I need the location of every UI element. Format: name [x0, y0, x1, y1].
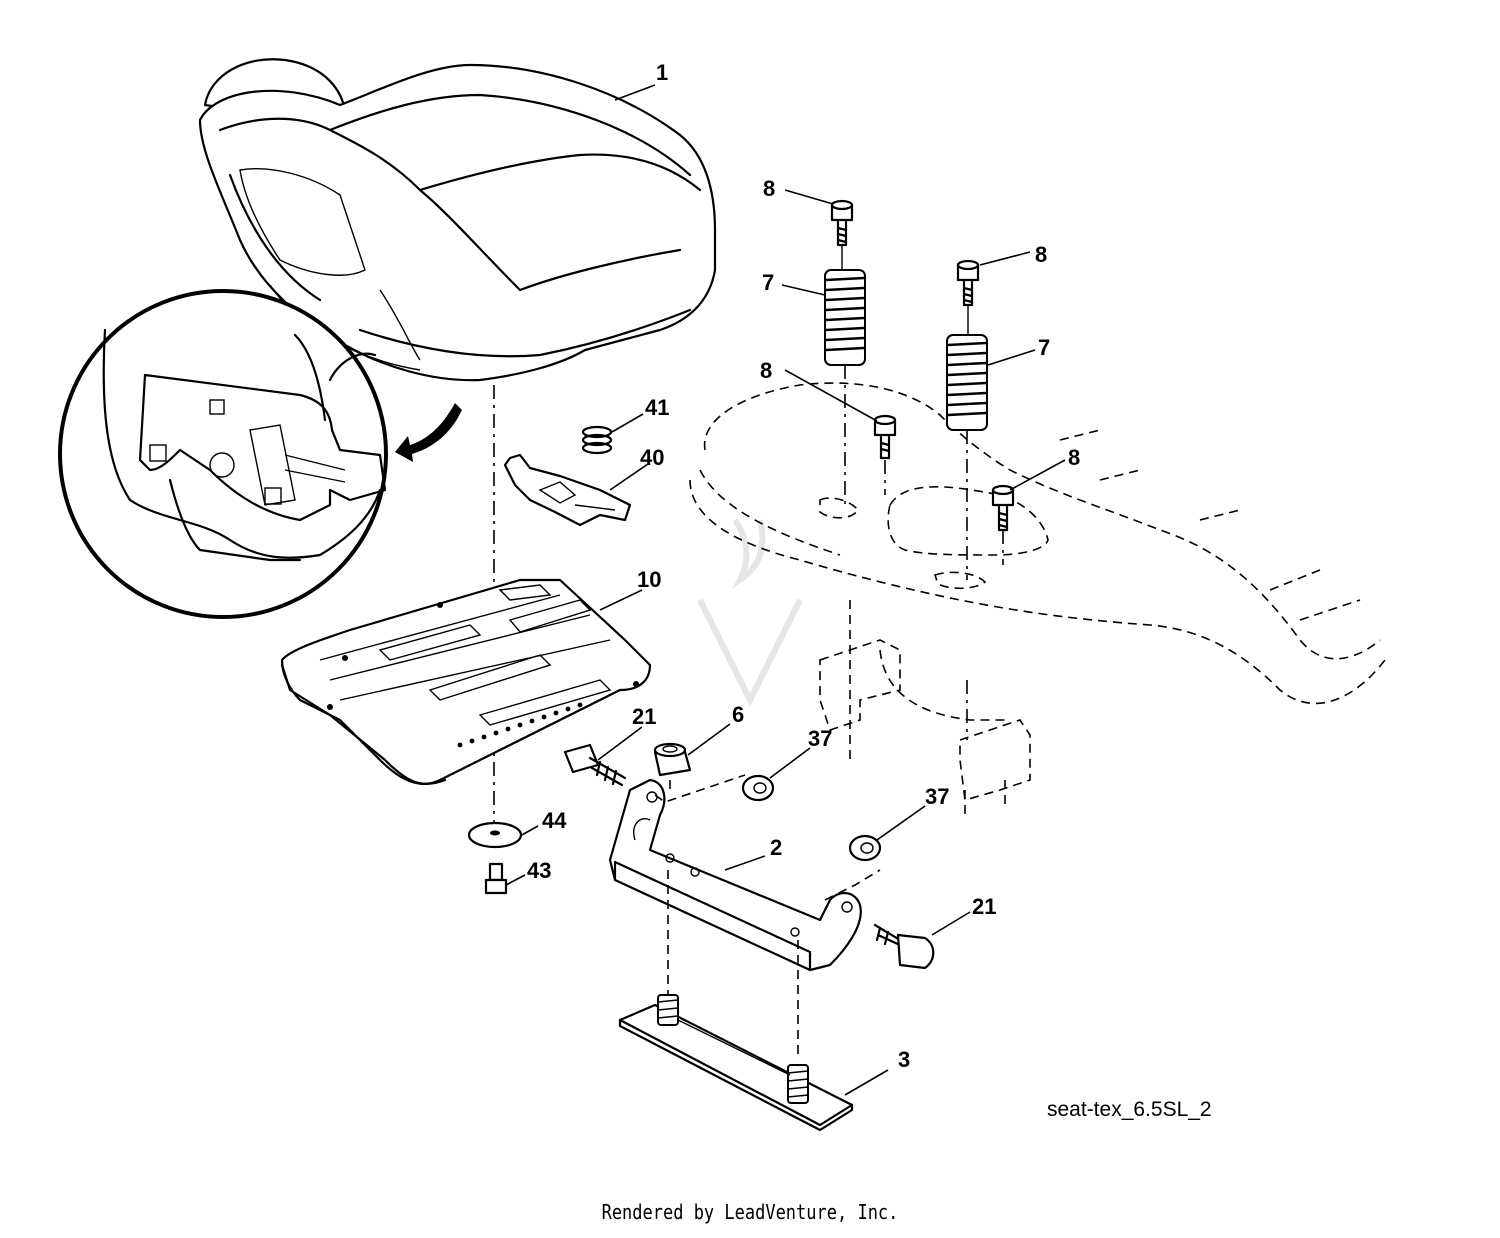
callout-7: 7 [762, 270, 774, 295]
watermark-logo [697, 518, 803, 707]
nut-37-lower [848, 834, 882, 862]
callout-3: 3 [898, 1047, 910, 1072]
callout-43: 43 [527, 858, 551, 883]
washer-44 [467, 821, 523, 849]
latch-40 [503, 453, 632, 527]
bolt-43 [484, 862, 508, 895]
callout-8: 8 [1068, 445, 1080, 470]
assembly-lines-right [841, 245, 1004, 740]
nut-37-upper [741, 774, 775, 802]
nut-6 [653, 742, 692, 777]
callout-10: 10 [637, 567, 661, 592]
detail-magnifier [58, 289, 388, 619]
callout-labels: 1 8 8 8 8 7 7 41 40 10 21 6 37 37 44 43 … [527, 60, 1080, 1072]
callout-6: 6 [732, 702, 744, 727]
spring-left [824, 269, 866, 366]
callout-7: 7 [1038, 335, 1050, 360]
callout-8: 8 [1035, 242, 1047, 267]
leader-lines [505, 84, 1066, 1096]
callout-44: 44 [542, 808, 567, 833]
callout-40: 40 [640, 445, 664, 470]
callout-1: 1 [656, 60, 668, 85]
bolt-8-lower-left [873, 414, 897, 460]
bracket-2 [608, 778, 862, 972]
callout-41: 41 [645, 395, 669, 420]
bolt-21-right [873, 923, 935, 970]
bolt-8-lower-right [991, 484, 1015, 532]
bolt-21-left [563, 743, 627, 787]
render-credit: Rendered by LeadVenture, Inc. [601, 1200, 899, 1224]
diagram-code: seat-tex_6.5SL_2 [1047, 1098, 1212, 1121]
callout-21: 21 [632, 704, 656, 729]
spring-right [946, 334, 988, 431]
spring-41 [581, 425, 613, 455]
bracket-dashed-hardware-lines [654, 774, 881, 1060]
callout-2: 2 [770, 835, 782, 860]
callout-8: 8 [760, 358, 772, 383]
plate-3 [618, 994, 854, 1132]
bolt-8-top-left [830, 199, 854, 247]
mower-body-outline [689, 382, 1386, 760]
seat-pan-10 [280, 578, 652, 785]
callout-8: 8 [763, 176, 775, 201]
callout-21: 21 [972, 894, 996, 919]
bolt-8-top-right [956, 259, 980, 307]
mount-bracket-outline [819, 639, 1031, 815]
seat [198, 58, 717, 382]
callout-37: 37 [808, 726, 832, 751]
callout-37: 37 [925, 784, 949, 809]
detail-arrow [395, 403, 462, 462]
